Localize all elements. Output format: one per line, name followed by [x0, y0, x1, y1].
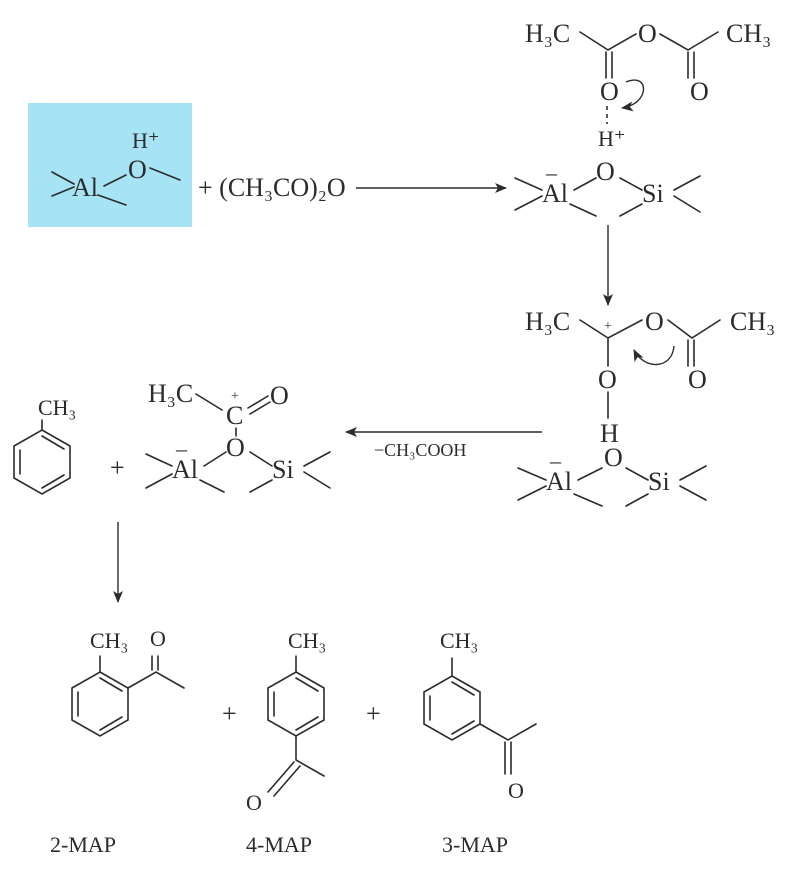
- 2map-bonds: [77, 655, 185, 731]
- acylium-zeolite-complex: H₃C + C O O Al – Si: [145, 379, 331, 493]
- toluene-bonds: [19, 419, 65, 489]
- 3map-ch3: CH₃: [440, 628, 478, 653]
- toluene: CH₃: [13, 395, 76, 495]
- acylium-al-charge: –: [175, 436, 188, 461]
- acylium-al: Al: [172, 455, 198, 484]
- curved-arrow-protonation: [621, 79, 645, 112]
- product-label-4-map: 4-MAP: [246, 832, 312, 857]
- zeolite-right-bonds: [517, 465, 707, 507]
- anhydride-bridge-o: O: [638, 19, 657, 48]
- acylium-bridge-o: O: [226, 433, 245, 462]
- anhydride-top: H₃C O CH₃ O O: [525, 19, 771, 112]
- zeolite-top-o: O: [596, 157, 615, 186]
- zeolite-top-bonds: [514, 175, 701, 217]
- acetic-acid-elimination: −CH₃COOH: [374, 440, 466, 460]
- zeolite-right-al: Al: [546, 467, 572, 496]
- acetic-anhydride-reagent: + (CH₃CO)₂O: [198, 173, 346, 202]
- intermediate-hydroxyl-h: H: [600, 419, 619, 448]
- anhydride-h3c: H₃C: [525, 19, 570, 48]
- protonated-anhydride: H₃C + O CH₃ O O H: [525, 307, 775, 448]
- acylium-carbonyl-o: O: [270, 381, 289, 410]
- acid-site-bonds: [51, 167, 181, 206]
- curved-arrow-cleavage: [633, 345, 675, 366]
- acid-site-highlight: [28, 103, 192, 227]
- intermediate-ch3: CH₃: [730, 307, 775, 336]
- anhydride-bonds: [579, 31, 719, 79]
- acylium-carbon: C: [226, 401, 243, 430]
- zeolite-top-al-charge: –: [545, 160, 558, 185]
- zeolite-right-al-charge: –: [549, 448, 562, 473]
- plus-toluene: +: [110, 453, 125, 482]
- 3map-bonds: [429, 657, 537, 775]
- intermediate-bridge-o: O: [645, 307, 664, 336]
- product-label-2-map: 2-MAP: [50, 832, 116, 857]
- acylium-si: Si: [272, 455, 294, 484]
- 3map-carbonyl-o: O: [508, 778, 524, 803]
- anhydride-carbonyl-o2: O: [690, 77, 709, 106]
- intermediate-carbonyl-o: O: [688, 365, 707, 394]
- acylium-h3c: H₃C: [148, 379, 193, 408]
- toluene-ch3: CH₃: [38, 395, 76, 420]
- product-4-map: CH₃ O: [246, 628, 326, 815]
- toluene-ring: [13, 429, 71, 495]
- product-3-map: CH₃ O: [423, 628, 537, 803]
- intermediate-hydroxyl-o: O: [598, 365, 617, 394]
- 4map-carbonyl-o: O: [246, 790, 262, 815]
- acylium-bonds: [145, 393, 331, 493]
- 2map-ring: [71, 671, 129, 737]
- zeolite-top-si: Si: [642, 179, 664, 208]
- zeolite-right-si: Si: [648, 467, 670, 496]
- 4map-bonds: [267, 655, 325, 797]
- zeolite-site-right: O Al – Si: [517, 443, 707, 507]
- zeolite-site-top: O Al – Si: [514, 157, 701, 217]
- intermediate-bonds: [579, 319, 721, 419]
- acid-site-hplus: H⁺: [132, 128, 160, 153]
- zeolite-right-o: O: [604, 443, 623, 472]
- 4map-ring: [267, 671, 325, 737]
- anhydride-ch3: CH₃: [726, 19, 771, 48]
- intermediate-carbocation-charge: +: [604, 319, 612, 334]
- 3map-ring: [423, 675, 481, 741]
- plus-product-2: +: [366, 699, 381, 728]
- plus-product-1: +: [222, 699, 237, 728]
- acid-site-oxygen: O: [128, 155, 147, 184]
- 4map-ch3: CH₃: [288, 628, 326, 653]
- zeolite-top-al: Al: [542, 179, 568, 208]
- bronsted-acid-site: H⁺ O Al: [28, 103, 192, 227]
- 2map-carbonyl-o: O: [150, 626, 166, 651]
- anhydride-carbonyl-o1: O: [600, 77, 619, 106]
- product-2-map: CH₃ O: [71, 626, 185, 737]
- acid-site-aluminum: Al: [72, 173, 98, 202]
- acylium-charge: +: [231, 389, 239, 404]
- 2map-ch3: CH₃: [90, 628, 128, 653]
- product-label-3-map: 3-MAP: [442, 832, 508, 857]
- top-hplus: H⁺: [598, 126, 626, 151]
- intermediate-h3c: H₃C: [525, 307, 570, 336]
